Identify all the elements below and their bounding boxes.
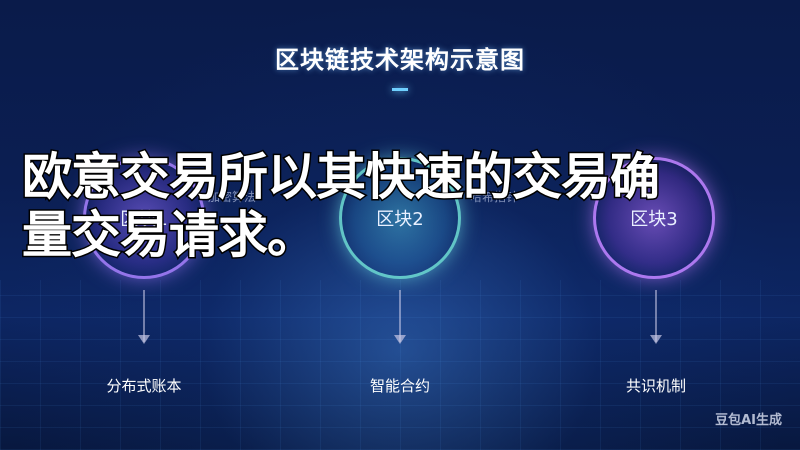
overlay-caption-line-2: 量交易请求。 (22, 205, 319, 265)
link-label-1: 加密算法 (208, 190, 257, 204)
block-node-2-label: 区块2 (376, 209, 424, 230)
bottom-label-2: 智能合约 (369, 377, 430, 395)
bottom-label-3: 共识机制 (625, 377, 686, 395)
block-node-3-label: 区块3 (630, 209, 678, 230)
arrow-down-3 (650, 290, 662, 344)
block-node-1-label: 区块1 (120, 209, 168, 230)
bottom-label-1: 分布式账本 (106, 377, 182, 395)
arrow-down-1 (138, 290, 150, 344)
title-accent-bar (392, 88, 408, 91)
watermark: 豆包AI生成 (715, 413, 782, 428)
block-node-1: 区块1 (86, 160, 202, 276)
arrow-down-2 (394, 290, 406, 344)
link-label-2: 哈希指针 (470, 190, 519, 204)
block-node-2: 区块2 (342, 160, 458, 276)
overlay-caption: 欧意交易所以其快速的交易确 量交易请求。 (22, 148, 800, 264)
overlay-caption-line-1: 欧意交易所以其快速的交易确 (22, 148, 662, 208)
diagram-title: 区块链技术架构示意图 (275, 46, 525, 74)
block-node-3: 区块3 (596, 160, 712, 276)
